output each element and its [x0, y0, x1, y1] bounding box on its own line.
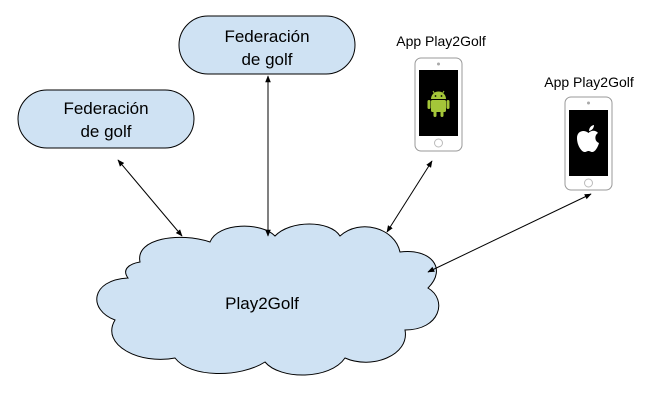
- android-app-label: App Play2Golf: [396, 33, 486, 49]
- android-app-node: App Play2Golf: [396, 33, 486, 152]
- federation-top-line1: Federación: [224, 27, 309, 46]
- federation-top-box: [178, 15, 356, 75]
- edge-android-cloud: [386, 160, 433, 233]
- ios-phone-speaker: [587, 101, 590, 105]
- federation-node-left: Federación de golf: [17, 89, 195, 149]
- ios-app-node: App Play2Golf: [544, 74, 634, 191]
- android-phone-speaker: [437, 62, 440, 66]
- ios-app-label: App Play2Golf: [544, 74, 634, 90]
- apple-icon: [577, 125, 599, 152]
- android-phone-home-button: [434, 138, 443, 148]
- edge-federation-left-cloud: [117, 159, 183, 237]
- federation-left-line1: Federación: [63, 99, 148, 118]
- federation-left-box: [17, 89, 195, 149]
- edges: [117, 75, 592, 273]
- cloud-label: Play2Golf: [225, 294, 299, 313]
- federation-left-line2: de golf: [80, 122, 131, 141]
- cloud-shape: [96, 223, 440, 376]
- federation-node-top: Federación de golf: [178, 15, 356, 75]
- android-icon: [427, 90, 450, 117]
- ios-phone-home-button: [584, 178, 593, 188]
- edge-ios-cloud: [427, 193, 592, 273]
- federation-top-line2: de golf: [241, 50, 292, 69]
- cloud-node: Play2Golf: [96, 223, 440, 376]
